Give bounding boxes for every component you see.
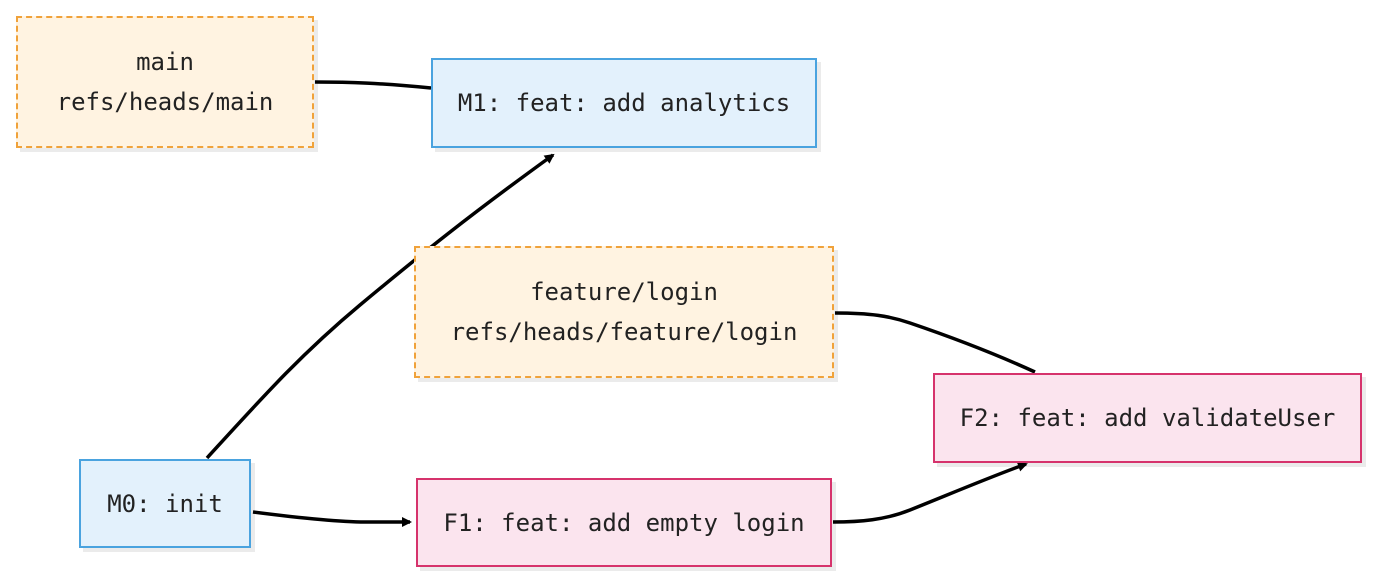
commit-label: F2: feat: add validateUser	[959, 404, 1336, 432]
commit-node-f2[interactable]: F2: feat: add validateUser	[933, 373, 1362, 463]
edge-feature-ref-to-f2	[834, 311, 1036, 374]
ref-path: refs/heads/feature/login	[450, 318, 798, 346]
commit-label: M0: init	[107, 489, 223, 518]
branch-ref-main[interactable]: main refs/heads/main	[16, 16, 314, 148]
commit-node-m1[interactable]: M1: feat: add analytics	[431, 58, 817, 148]
branch-ref-feature-login[interactable]: feature/login refs/heads/feature/login	[414, 246, 834, 378]
commit-label: M1: feat: add analytics	[457, 89, 791, 117]
commit-label: F1: feat: add empty login	[443, 508, 805, 537]
branch-name: main	[136, 48, 194, 76]
edge-m0-to-f1	[252, 510, 412, 527]
edge-f1-to-f2	[832, 462, 1028, 524]
commit-node-m0[interactable]: M0: init	[79, 459, 251, 548]
branch-name: feature/login	[530, 278, 718, 306]
commit-node-f1[interactable]: F1: feat: add empty login	[416, 478, 832, 567]
edge-m0-to-m1	[205, 153, 555, 460]
ref-path: refs/heads/main	[56, 88, 274, 116]
edge-main-ref-to-m1	[314, 80, 432, 90]
